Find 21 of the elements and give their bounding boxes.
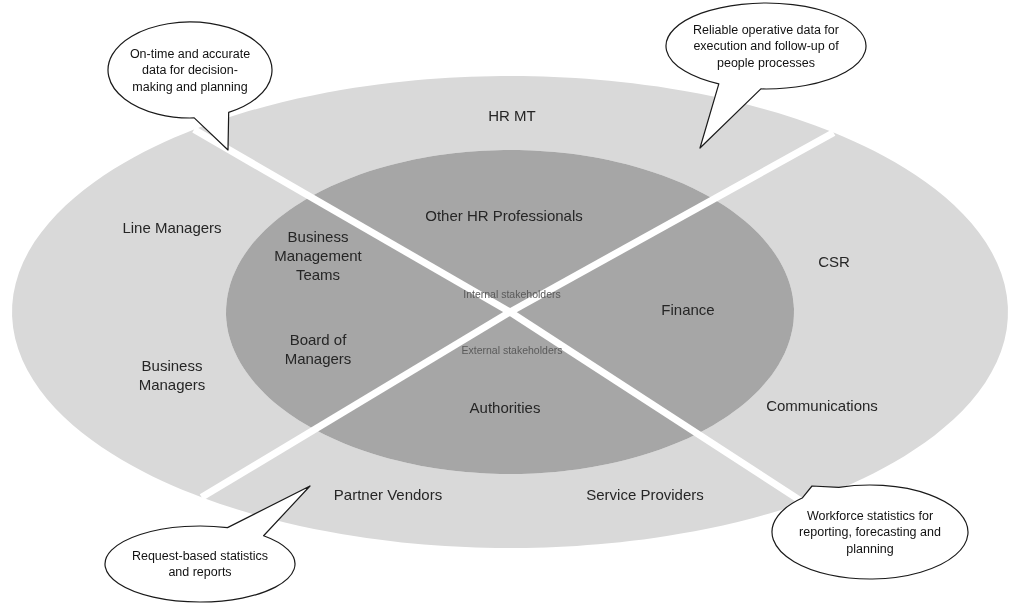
stakeholder-label: Board of Managers <box>283 331 353 369</box>
stakeholder-label: Finance <box>660 300 716 320</box>
callout-text: Request-based statistics and reports <box>130 547 270 581</box>
group-label: External stakeholders <box>460 343 564 357</box>
speech-bubble <box>771 484 969 580</box>
stakeholder-label: Other HR Professionals <box>424 206 584 226</box>
stakeholder-label: Authorities <box>468 398 542 418</box>
stakeholder-label: Business Management Teams <box>273 227 363 285</box>
speech-bubble <box>665 2 867 149</box>
callout-text: On-time and accurate data for decision-making and planning <box>128 45 252 95</box>
stakeholder-label: HR MT <box>487 106 537 126</box>
stakeholder-label: Line Managers <box>121 218 223 238</box>
callout-text: Workforce statistics for reporting, forecasting and planning <box>798 507 942 557</box>
stakeholder-label: Partner Vendors <box>332 485 444 505</box>
stakeholder-label: Service Providers <box>585 485 705 505</box>
stakeholder-label: CSR <box>817 252 851 272</box>
stakeholder-label: Business Managers <box>137 357 207 395</box>
speech-bubble <box>107 21 273 151</box>
speech-bubble <box>104 485 311 603</box>
callout-text: Reliable operative data for execution and follow-up of people processes <box>692 21 840 71</box>
stakeholder-label: Communications <box>765 396 879 416</box>
